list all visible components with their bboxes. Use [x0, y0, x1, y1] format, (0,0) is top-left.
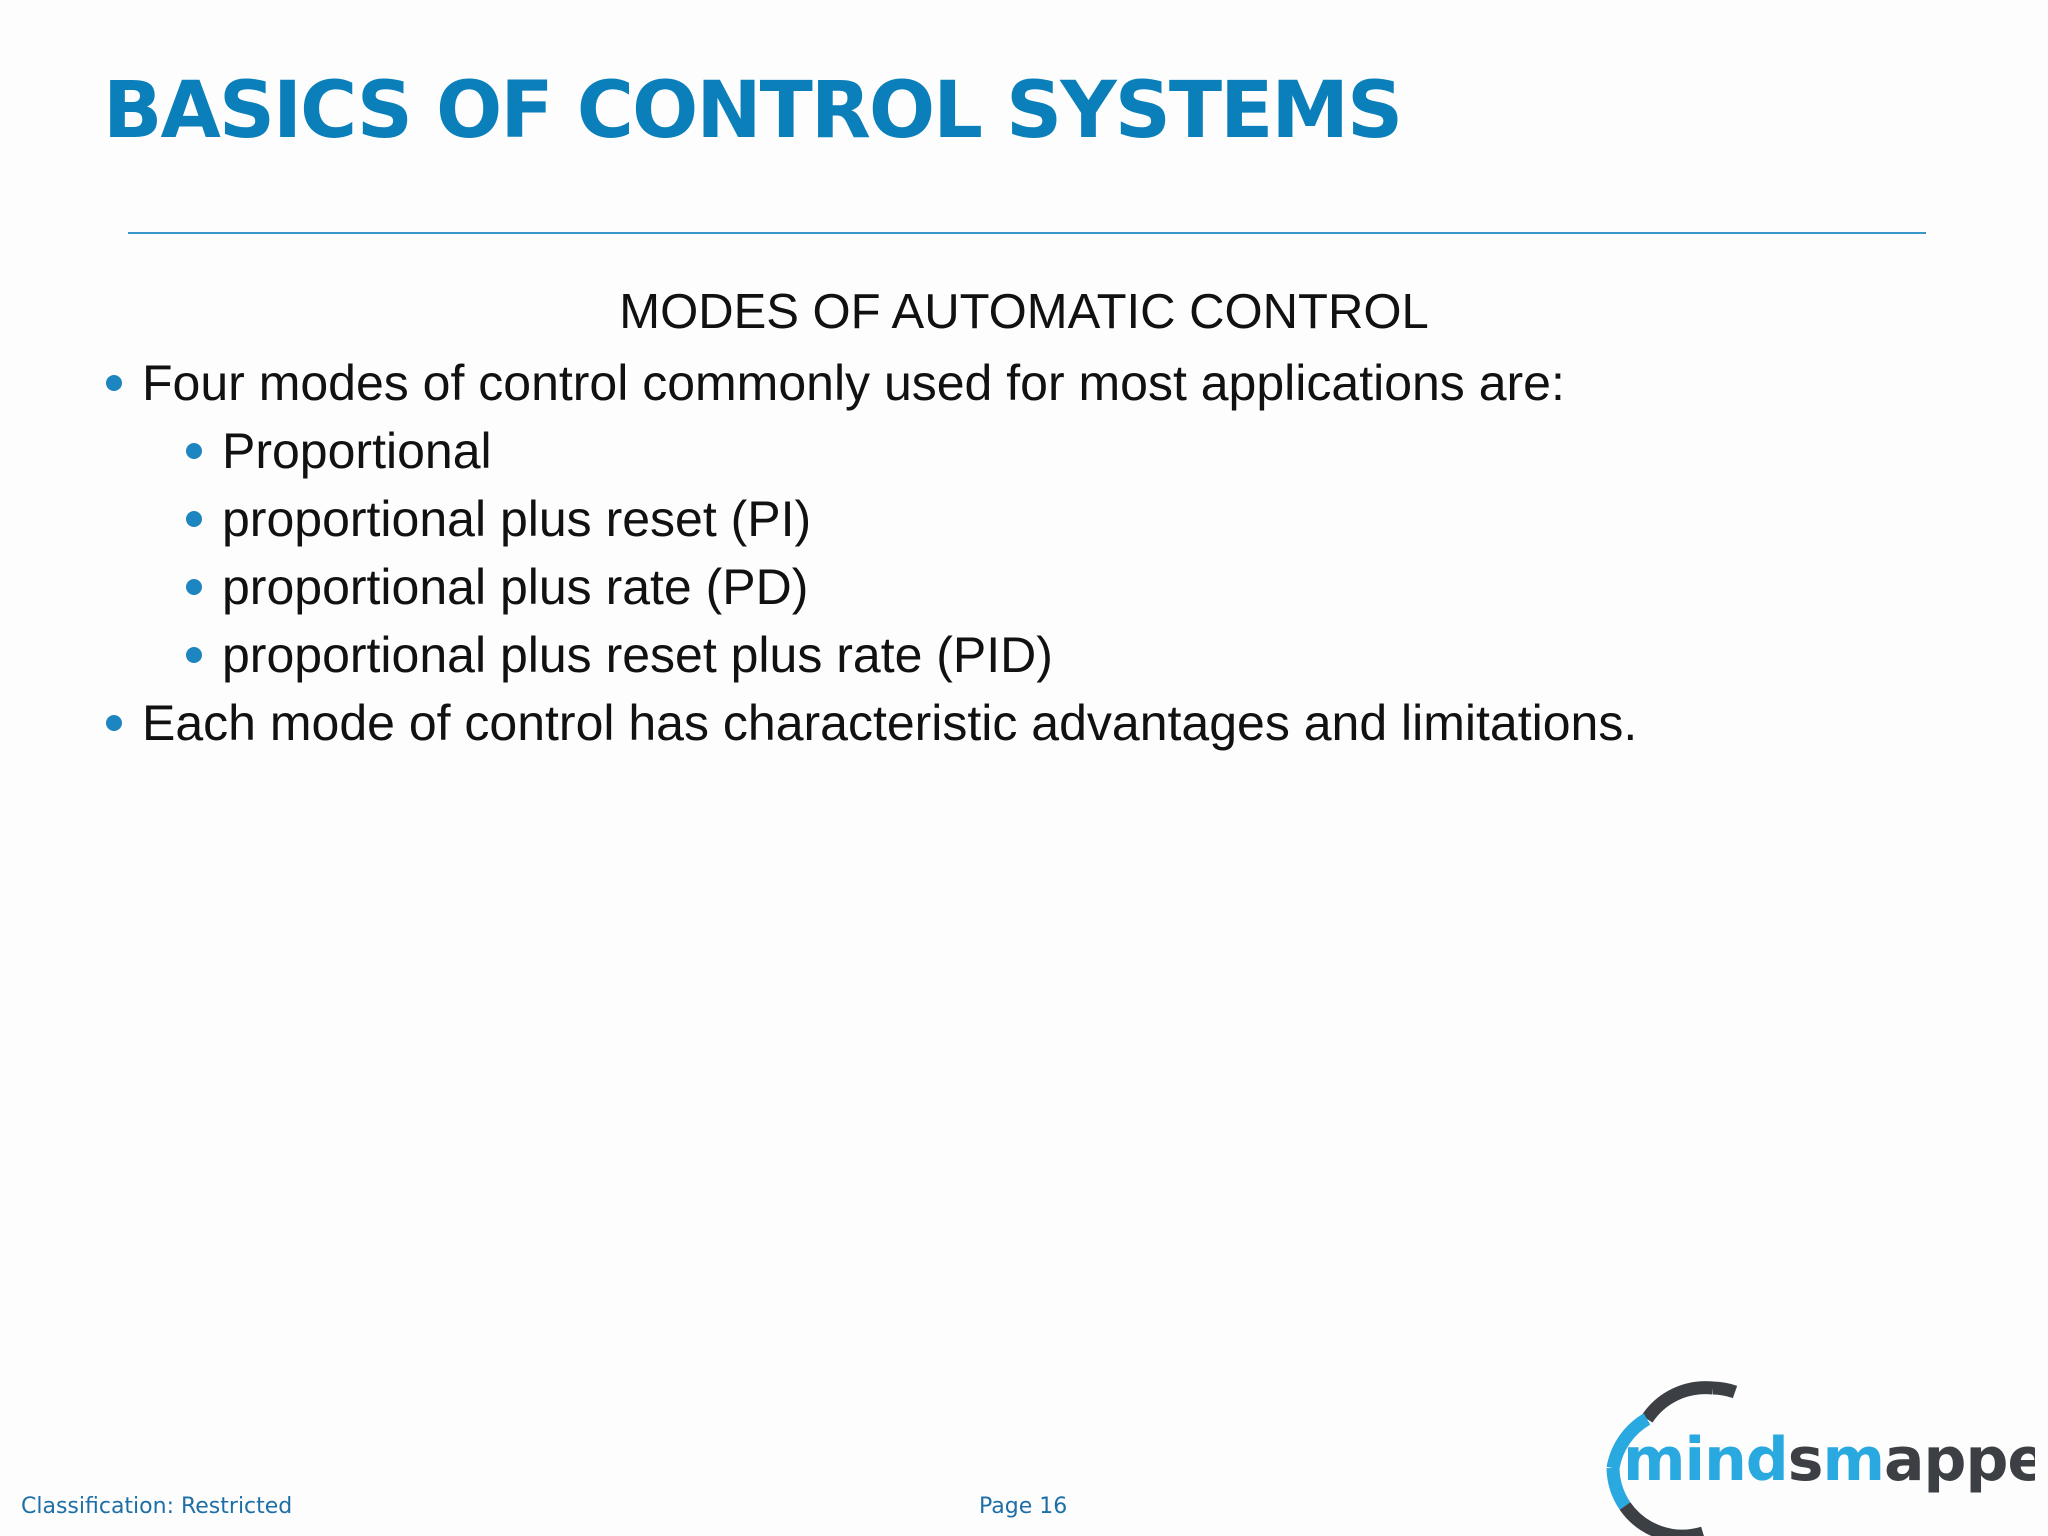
title-divider	[128, 232, 1926, 234]
bullet-dot-icon	[106, 375, 122, 391]
bullet-text: Proportional	[222, 423, 492, 479]
svg-text:mindsmapped: mindsmapped	[1623, 1425, 2035, 1495]
bullet-text: proportional plus reset plus rate (PID)	[222, 627, 1053, 683]
classification-label: Classification: Restricted	[21, 1494, 293, 1519]
sub-bullet-item: proportional plus reset (PI)	[106, 485, 1637, 553]
slide-title: BASICS OF CONTROL SYSTEMS	[103, 66, 1403, 156]
bullet-dot-icon	[186, 511, 202, 527]
bullet-text: proportional plus rate (PD)	[222, 559, 809, 615]
slide-subheading: MODES OF AUTOMATIC CONTROL	[619, 285, 1429, 339]
bullet-item: Each mode of control has characteristic …	[106, 689, 1637, 757]
sub-bullet-item: Proportional	[106, 417, 1637, 485]
page-number: Page 16	[979, 1494, 1068, 1519]
sub-bullet-item: proportional plus reset plus rate (PID)	[106, 621, 1637, 689]
bullet-text: Each mode of control has characteristic …	[142, 695, 1638, 751]
sub-bullet-item: proportional plus rate (PD)	[106, 553, 1637, 621]
bullet-list: Four modes of control commonly used for …	[106, 349, 1637, 757]
bullet-text: Four modes of control commonly used for …	[142, 355, 1565, 411]
bullet-item: Four modes of control commonly used for …	[106, 349, 1637, 417]
mindsmapped-logo: mindsmapped	[1606, 1381, 2035, 1536]
bullet-dot-icon	[186, 443, 202, 459]
bullet-dot-icon	[106, 715, 122, 731]
bullet-dot-icon	[186, 579, 202, 595]
bullet-text: proportional plus reset (PI)	[222, 491, 812, 547]
bullet-dot-icon	[186, 647, 202, 663]
